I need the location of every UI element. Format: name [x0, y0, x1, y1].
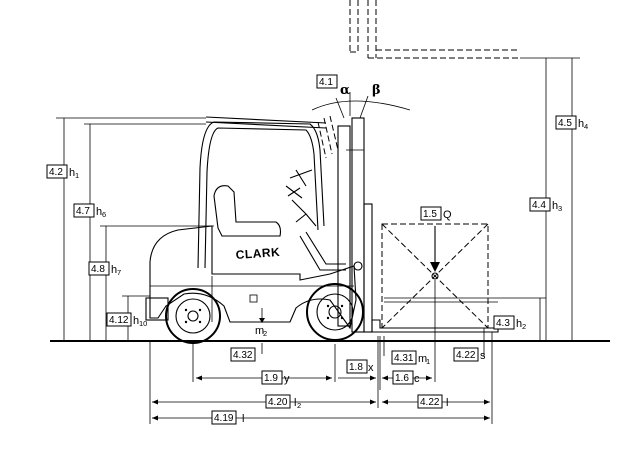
svg-text:4.8: 4.8 [91, 264, 105, 275]
svg-text:4.19: 4.19 [214, 413, 234, 424]
label-m2: m 2 [255, 325, 267, 338]
label-1-8-x: 1.8 x [346, 359, 374, 374]
svg-text:Q: Q [443, 209, 452, 221]
svg-text:l: l [294, 397, 296, 409]
svg-text:2: 2 [263, 329, 267, 338]
label-1-9-y: 1.9 y [261, 370, 290, 385]
label-4-4-h3: 4.4 h 3 [529, 197, 562, 213]
label-4-22-l: 4.22 l [417, 394, 448, 409]
svg-text:4.12: 4.12 [109, 315, 129, 326]
operator-seat [213, 185, 282, 237]
raised-mast-outline [349, 0, 520, 59]
svg-text:h: h [516, 318, 522, 330]
label-4-3-h2: 4.3 h 2 [493, 315, 526, 331]
svg-text:1.8: 1.8 [349, 362, 363, 373]
svg-text:4.5: 4.5 [558, 118, 572, 129]
beta-symbol: β [372, 83, 381, 98]
svg-text:l: l [446, 397, 448, 409]
svg-text:h: h [96, 206, 102, 218]
svg-text:7: 7 [117, 268, 121, 277]
svg-text:m: m [418, 353, 427, 365]
counterweight-body [149, 225, 357, 330]
svg-text:c: c [414, 373, 420, 385]
label-4-20-l2: 4.20 l 2 [265, 394, 301, 410]
label-4-19-l1: 4.19 l [211, 410, 244, 425]
svg-text:1.9: 1.9 [264, 373, 278, 384]
svg-text:h: h [552, 200, 558, 212]
label-4-8-h7: 4.8 h 7 [88, 261, 121, 277]
svg-text:h: h [69, 167, 75, 179]
svg-text:4.2: 4.2 [49, 167, 63, 178]
svg-text:1.5: 1.5 [423, 209, 437, 220]
svg-text:3: 3 [558, 204, 562, 213]
svg-text:4.4: 4.4 [532, 200, 546, 211]
svg-text:4.3: 4.3 [496, 318, 510, 329]
svg-text:1.6: 1.6 [395, 373, 409, 384]
overhead-guard [197, 121, 325, 269]
label-4-5-h4: 4.5 h 4 [555, 115, 588, 131]
label-4-32: 4.32 [230, 347, 256, 362]
svg-text:4.7: 4.7 [76, 206, 90, 217]
svg-text:4.1: 4.1 [319, 77, 333, 88]
rear-wheel [165, 288, 221, 344]
front-wheel [306, 283, 364, 341]
svg-text:4.20: 4.20 [268, 397, 288, 408]
svg-text:6: 6 [102, 210, 106, 219]
mast-outer [337, 125, 351, 327]
label-4-7-h6: 4.7 h 6 [73, 203, 106, 219]
svg-text:4: 4 [584, 122, 588, 131]
svg-text:h: h [578, 118, 584, 130]
label-4-22-s: 4.22 s [453, 347, 486, 362]
svg-text:2: 2 [522, 322, 526, 331]
svg-text:4.32: 4.32 [233, 350, 253, 361]
svg-text:1: 1 [426, 357, 430, 366]
svg-text:2: 2 [297, 401, 301, 410]
fork-carriage [363, 203, 373, 333]
alpha-symbol: α [340, 83, 350, 98]
label-4-31-m1: 4.31 m 1 [391, 350, 430, 366]
svg-text:s: s [480, 350, 486, 362]
label-1-5-q: 1.5 Q [420, 206, 452, 221]
brand-logo: CLARK [235, 245, 280, 262]
svg-text:10: 10 [139, 319, 147, 328]
label-1-6-c: 1.6 c [392, 370, 420, 385]
svg-text:h: h [133, 315, 139, 327]
svg-text:4.22: 4.22 [420, 397, 440, 408]
label-4-12-h10: 4.12 h 10 [106, 312, 147, 328]
vertical-dimensions [56, 57, 580, 356]
svg-text:h: h [111, 264, 117, 276]
label-4-1: 4.1 [316, 74, 338, 89]
svg-text:m: m [255, 325, 264, 337]
forklift-truck: CLARK [145, 115, 499, 344]
svg-text:4.31: 4.31 [394, 353, 414, 364]
svg-text:4.22: 4.22 [456, 350, 476, 361]
svg-text:l: l [242, 413, 244, 425]
label-4-2-h1: 4.2 h 1 [46, 164, 79, 180]
svg-text:x: x [368, 362, 374, 374]
steering-column [285, 185, 317, 227]
svg-text:y: y [284, 373, 290, 385]
tilt-angles: α β [311, 83, 411, 119]
svg-text:1: 1 [75, 171, 79, 180]
